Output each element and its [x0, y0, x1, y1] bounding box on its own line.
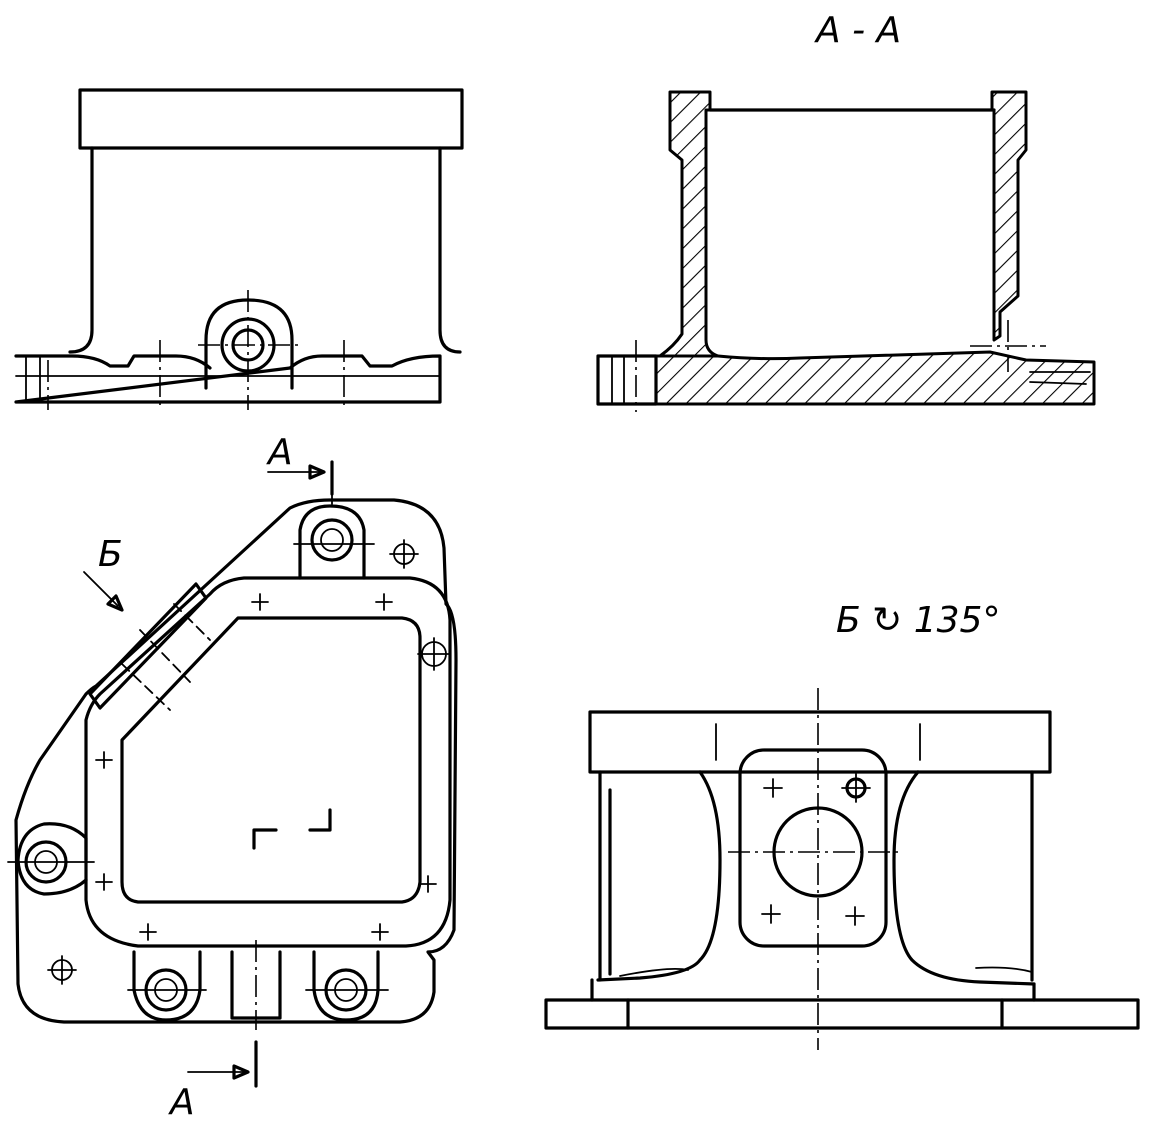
front-view [14, 88, 464, 410]
cut-mark-bottom: A [168, 1082, 195, 1123]
cut-mark-top: A [266, 432, 293, 473]
rotated-view-title: Б ↻ 135° [836, 600, 1000, 641]
view-arrow-label: Б [98, 534, 123, 575]
view-b [544, 688, 1140, 1050]
plan-view [7, 460, 458, 1088]
section-a-a [596, 90, 1096, 412]
section-title: A - A [814, 10, 901, 51]
